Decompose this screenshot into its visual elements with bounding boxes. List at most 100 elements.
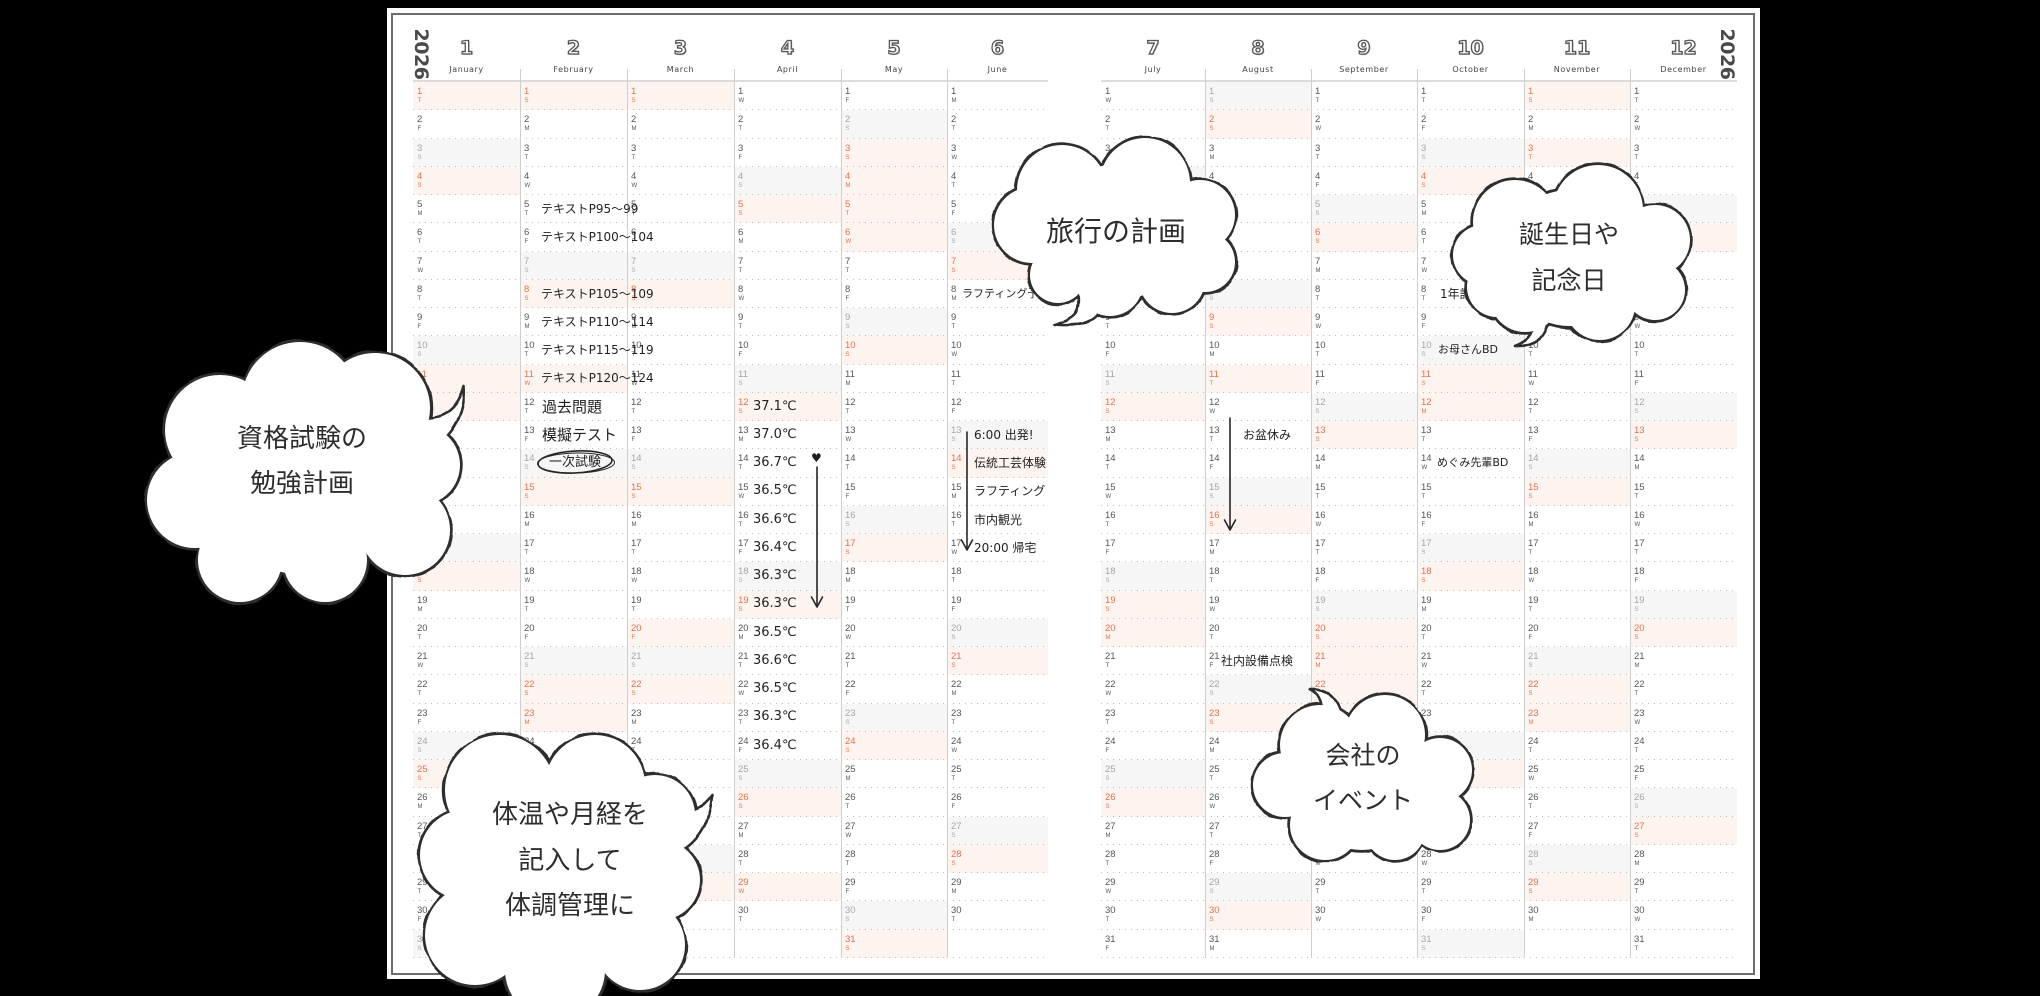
weekday-letter: F xyxy=(738,154,743,161)
weekday-letter: T xyxy=(1528,606,1533,613)
day-number: 16 xyxy=(738,509,749,521)
weekday-letter: T xyxy=(1315,295,1320,302)
note-june-8: ラフティング予 xyxy=(962,287,1039,300)
month-name: August xyxy=(1242,65,1274,74)
day-number: 3 xyxy=(1421,142,1427,154)
weekday-letter: F xyxy=(738,352,743,359)
day-number: 8 xyxy=(1315,283,1321,295)
weekday-letter: T xyxy=(738,860,743,867)
weekday-letter: T xyxy=(1528,550,1533,556)
day-number: 10 xyxy=(1421,340,1432,352)
weekday-letter: F xyxy=(1528,832,1533,839)
month-days: 1T2W3T4F5S6S7M8T9W10T11F12S13S14M15T16W1… xyxy=(1630,82,1737,959)
day-number: 11 xyxy=(1634,368,1644,380)
day-number: 27 xyxy=(1105,820,1116,832)
day-number: 23 xyxy=(951,707,962,719)
day-number: 29 xyxy=(1421,877,1432,888)
weekday-letter: S xyxy=(1421,578,1426,585)
weekday-letter: M xyxy=(1634,465,1640,472)
day-number: 26 xyxy=(951,792,962,804)
day-number: 12 xyxy=(845,396,856,408)
day-number: 19 xyxy=(1105,594,1116,606)
day-number: 16 xyxy=(951,509,962,521)
weekday-letter: W xyxy=(524,578,531,585)
weekday-letter: T xyxy=(738,663,743,669)
weekday-letter: S xyxy=(738,578,743,585)
weekday-letter: T xyxy=(524,352,529,359)
weekday-letter: T xyxy=(1421,295,1426,302)
month-name: July xyxy=(1144,65,1162,74)
weekday-letter: T xyxy=(631,550,636,556)
empty-cell xyxy=(947,930,1048,959)
weekday-letter: F xyxy=(845,493,850,500)
day-number: 3 xyxy=(1209,142,1215,154)
weekday-letter: W xyxy=(631,578,638,585)
day-number: 1 xyxy=(845,86,851,97)
day-number: 20 xyxy=(951,622,962,634)
weekday-letter: T xyxy=(1209,437,1214,443)
day-number: 5 xyxy=(951,199,957,210)
callout-cloud-study-plan xyxy=(147,342,466,602)
day-number: 10 xyxy=(524,340,535,352)
day-number: 22 xyxy=(845,679,856,691)
day-number: 14 xyxy=(1421,453,1432,465)
weekday-letter: S xyxy=(845,324,850,330)
day-number: 28 xyxy=(1105,848,1116,860)
day-number: 27 xyxy=(951,820,962,832)
weekday-letter: M xyxy=(417,211,423,217)
day-number: 29 xyxy=(1528,877,1539,888)
weekday-letter: W xyxy=(845,437,852,443)
weekday-letter: W xyxy=(1315,521,1322,528)
day-cell: 11S xyxy=(413,364,520,394)
weekday-letter: S xyxy=(1528,691,1533,698)
weekday-letter: M xyxy=(1209,154,1215,161)
day-number: 9 xyxy=(845,312,851,323)
weekday-letter: T xyxy=(631,154,636,161)
day-number: 14 xyxy=(1528,453,1539,465)
weekday-letter: S xyxy=(1528,889,1533,895)
weekday-letter: T xyxy=(631,606,636,613)
weekday-letter: W xyxy=(1105,691,1112,698)
callout-health: 体温や月経を 記入して 体調管理に xyxy=(460,793,680,930)
weekday-letter: S xyxy=(631,691,636,698)
weekday-letter: T xyxy=(1634,691,1639,698)
weekday-letter: S xyxy=(524,663,529,669)
weekday-letter: S xyxy=(1315,437,1320,443)
day-number: 13 xyxy=(631,425,642,436)
